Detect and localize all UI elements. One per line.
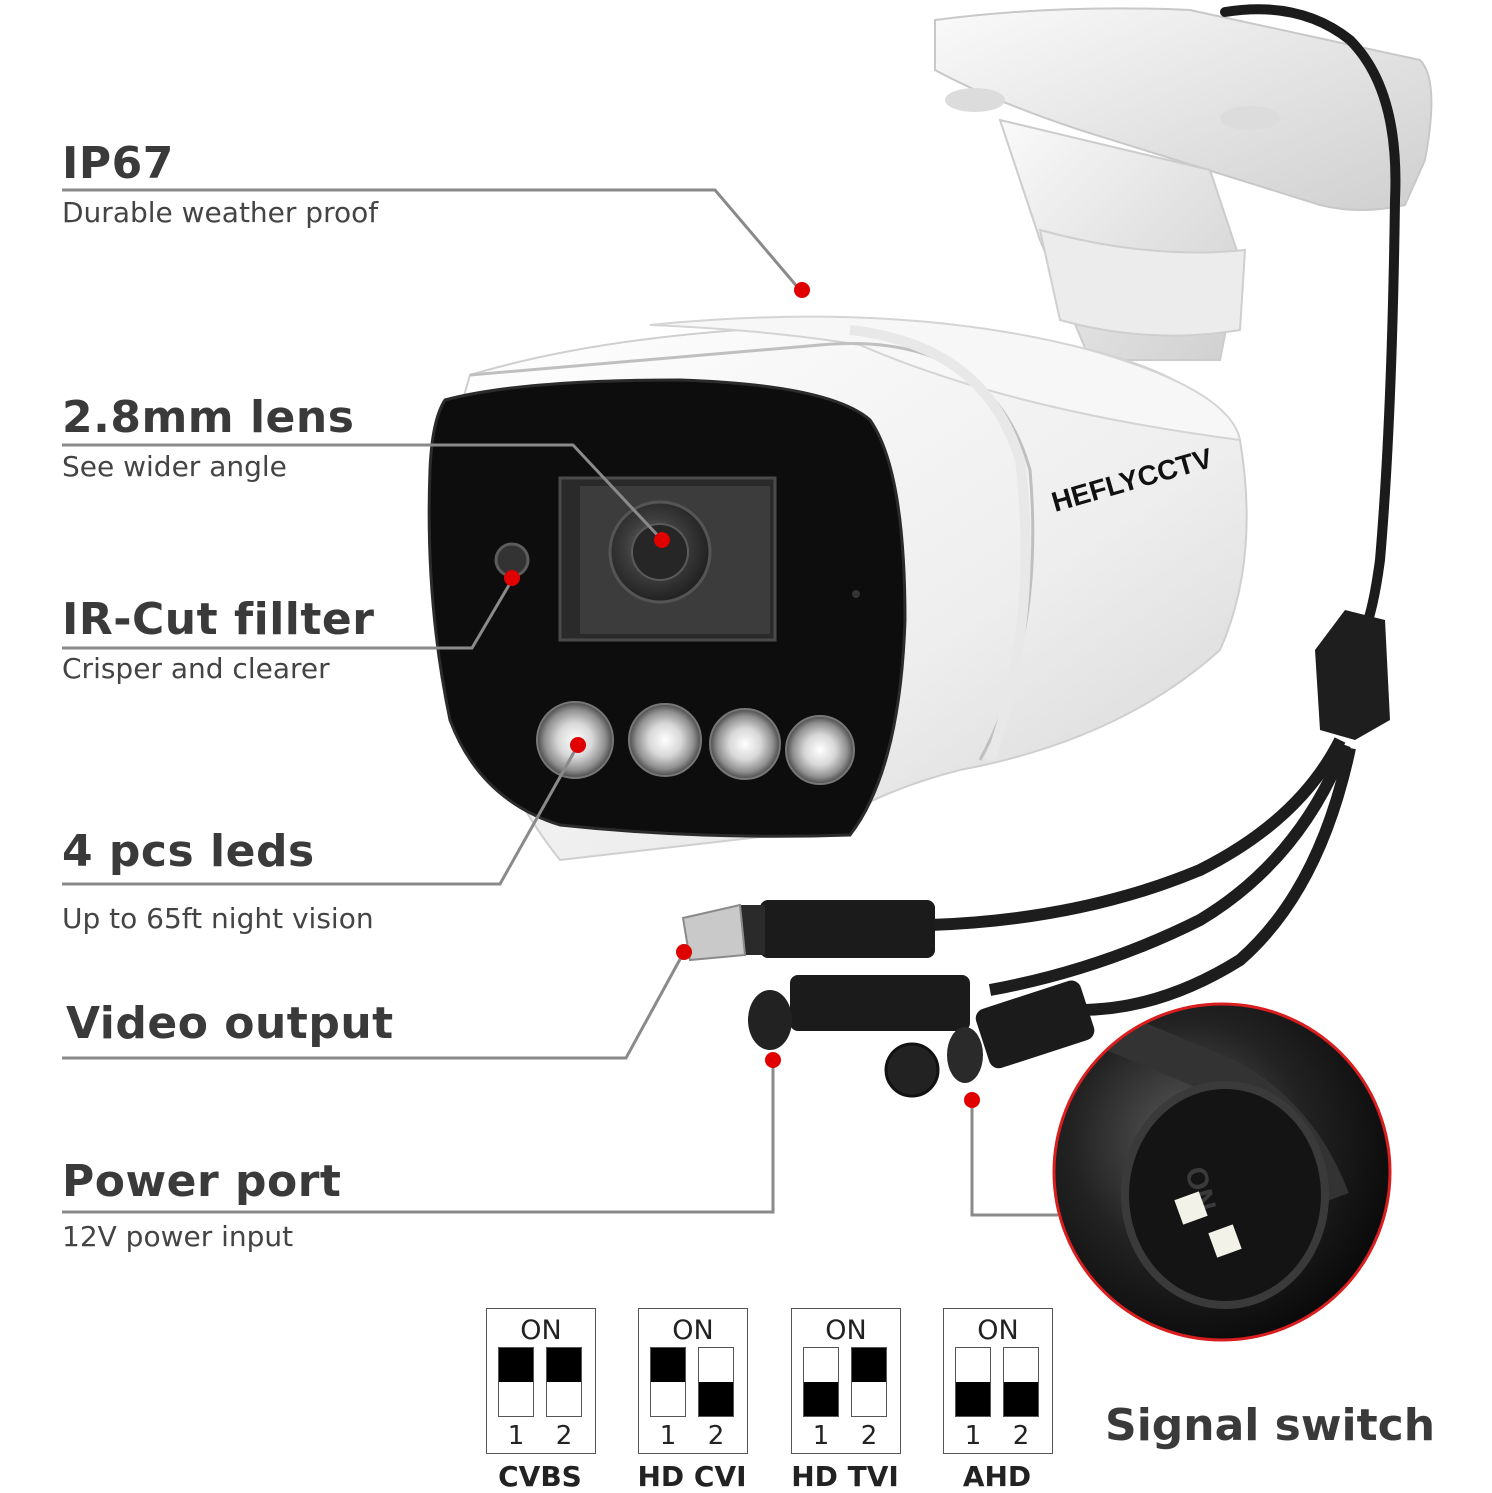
dip-slot xyxy=(1003,1347,1039,1417)
dip-on-label: ON xyxy=(977,1315,1019,1346)
callout-dots xyxy=(504,282,980,1108)
feature-video-output: Video output xyxy=(66,1002,394,1046)
feature-subtitle: 12V power input xyxy=(62,1220,294,1253)
dip-pin-number: 2 xyxy=(860,1421,878,1451)
dip-pin-number: 2 xyxy=(707,1421,725,1451)
feature-subtitle: Up to 65ft night vision xyxy=(62,902,374,935)
dip-knob xyxy=(499,1348,533,1382)
dip-knob xyxy=(804,1382,838,1416)
dip-on-label: ON xyxy=(825,1315,867,1346)
feature-title: Power port xyxy=(62,1156,342,1207)
dip-knob xyxy=(651,1348,685,1382)
callout-dot xyxy=(654,532,670,548)
dip-slot xyxy=(498,1347,534,1417)
dip-slot xyxy=(698,1347,734,1417)
callout-dot xyxy=(765,1052,781,1068)
dip-pin-number: 2 xyxy=(1012,1421,1030,1451)
dip-slot xyxy=(650,1347,686,1417)
cable-assembly xyxy=(681,610,1390,1098)
feature-title: IP67 xyxy=(62,138,174,189)
callout-dot xyxy=(676,944,692,960)
dip-knob xyxy=(956,1382,990,1416)
dip-pin-number: 1 xyxy=(964,1421,982,1451)
feature-lens: 2.8mm lens See wider angle xyxy=(62,392,355,484)
callout-dot xyxy=(570,737,586,753)
feature-power-port: Power port 12V power input xyxy=(62,1156,342,1254)
dip-slot xyxy=(803,1347,839,1417)
feature-ir-cut: IR-Cut fillter Crisper and clearer xyxy=(62,594,375,686)
dip-mode-label: HD TVI xyxy=(791,1460,899,1493)
dip-pin-number: 1 xyxy=(659,1421,677,1451)
signal-switch-zoom: ON xyxy=(1052,1002,1392,1342)
callout-dot xyxy=(504,570,520,586)
dip-slot xyxy=(955,1347,991,1417)
signal-switch-label: Signal switch xyxy=(1105,1400,1436,1451)
dip-pin-number: 1 xyxy=(812,1421,830,1451)
feature-leds: 4 pcs leds Up to 65ft night vision xyxy=(62,826,374,936)
dip-knob xyxy=(699,1382,733,1416)
dip-mode-label: AHD xyxy=(962,1460,1032,1493)
dip-pin-number: 1 xyxy=(507,1421,525,1451)
feature-title: Video output xyxy=(66,998,394,1049)
dip-pin-number: 2 xyxy=(555,1421,573,1451)
camera-face xyxy=(427,378,907,838)
feature-subtitle: Crisper and clearer xyxy=(62,652,330,685)
dip-on-label: ON xyxy=(520,1315,562,1346)
callout-dot xyxy=(794,282,810,298)
dip-slot xyxy=(546,1347,582,1417)
feature-subtitle: Durable weather proof xyxy=(62,196,379,229)
dip-knob xyxy=(547,1348,581,1382)
dip-slot xyxy=(851,1347,887,1417)
feature-title: 2.8mm lens xyxy=(62,392,355,443)
dip-on-label: ON xyxy=(672,1315,714,1346)
dip-knob xyxy=(1004,1382,1038,1416)
feature-ip67: IP67 Durable weather proof xyxy=(62,138,379,230)
main-cable xyxy=(1220,4,1401,645)
dip-mode-label: CVBS xyxy=(498,1460,582,1493)
feature-title: 4 pcs leds xyxy=(62,826,315,877)
callout-dot xyxy=(964,1092,980,1108)
feature-subtitle: See wider angle xyxy=(62,450,287,483)
feature-title: IR-Cut fillter xyxy=(62,594,375,645)
wall-mount xyxy=(934,7,1433,361)
dip-mode-label: HD CVI xyxy=(637,1460,747,1493)
dip-knob xyxy=(852,1348,886,1382)
leader-lines xyxy=(62,188,1058,1217)
